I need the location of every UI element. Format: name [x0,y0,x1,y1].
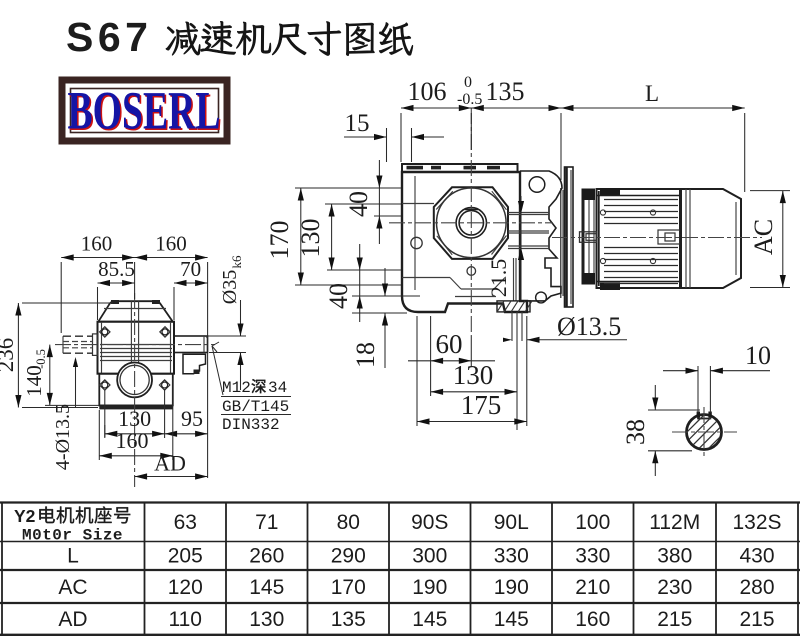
svg-text:260: 260 [249,545,284,568]
svg-text:236: 236 [0,338,18,373]
svg-text:110: 110 [169,608,202,631]
svg-text:130: 130 [296,219,325,258]
svg-text:0: 0 [464,74,472,91]
svg-text:205: 205 [168,545,203,568]
svg-text:-0.5: -0.5 [457,91,482,108]
svg-text:160: 160 [575,608,610,631]
svg-text:160: 160 [81,232,113,256]
svg-text:215: 215 [739,608,774,631]
svg-text:M12: M12 [222,379,251,397]
svg-text:170: 170 [265,221,294,260]
svg-text:140: 140 [22,365,46,397]
svg-text:190: 190 [494,576,529,599]
svg-text:120: 120 [168,576,203,599]
svg-text:145: 145 [494,608,529,631]
svg-text:S67: S67 [66,14,152,60]
svg-text:34: 34 [268,379,287,397]
svg-text:215: 215 [657,608,692,631]
svg-text:AD: AD [58,608,87,631]
svg-text:71: 71 [255,511,278,534]
svg-text:430: 430 [739,545,774,568]
svg-text:10: 10 [745,341,771,370]
svg-text:112M: 112M [649,511,700,534]
svg-text:280: 280 [739,576,774,599]
svg-text:106: 106 [408,77,447,106]
svg-text:Ø13.5: Ø13.5 [557,312,621,341]
svg-text:330: 330 [494,545,529,568]
svg-text:130: 130 [249,608,284,631]
svg-text:40: 40 [344,191,373,217]
svg-text:300: 300 [412,545,447,568]
svg-text:160: 160 [116,428,149,453]
svg-text:85.5: 85.5 [98,257,135,281]
svg-text:130: 130 [453,360,494,390]
svg-text:k6: k6 [229,255,244,269]
svg-text:175: 175 [461,390,502,420]
svg-text:40: 40 [324,283,353,309]
svg-text:380: 380 [657,545,692,568]
svg-text:70: 70 [180,257,201,281]
svg-text:210: 210 [575,576,610,599]
svg-text:145: 145 [249,576,284,599]
svg-text:135: 135 [331,608,366,631]
svg-text:95: 95 [181,406,203,431]
svg-text:330: 330 [575,545,610,568]
svg-text:190: 190 [412,576,447,599]
svg-text:15: 15 [345,110,370,137]
svg-text:290: 290 [331,545,366,568]
svg-text:BOSERL: BOSERL [69,82,222,142]
svg-text:38: 38 [621,419,650,445]
svg-text:Y2: Y2 [14,506,36,526]
svg-text:170: 170 [331,576,366,599]
svg-text:Ø35: Ø35 [219,270,241,304]
svg-text:100: 100 [575,511,610,534]
svg-text:90S: 90S [411,511,448,534]
svg-text:4-Ø13.5: 4-Ø13.5 [52,404,74,470]
svg-text:AC: AC [749,219,778,255]
svg-text:90L: 90L [494,511,529,534]
svg-text:145: 145 [412,608,447,631]
svg-text:21.5: 21.5 [486,259,511,298]
svg-text:BOSERL: BOSERL [68,81,221,141]
svg-text:M0t0r Size: M0t0r Size [22,527,123,545]
svg-text:63: 63 [174,511,197,534]
svg-text:L: L [645,81,659,106]
svg-text:132S: 132S [732,511,781,534]
svg-text:18: 18 [351,342,380,368]
svg-text:135: 135 [486,77,525,106]
svg-text:60: 60 [436,329,463,359]
svg-text:-0.5: -0.5 [34,349,48,369]
svg-text:AC: AC [58,576,87,599]
svg-text:L: L [67,545,79,568]
svg-text:230: 230 [657,576,692,599]
svg-text:130: 130 [118,406,151,431]
svg-text:160: 160 [155,232,187,256]
svg-text:80: 80 [337,511,360,534]
svg-text:DIN332: DIN332 [222,416,280,434]
svg-text:AD: AD [154,451,186,476]
svg-text:GB/T145: GB/T145 [222,398,289,416]
